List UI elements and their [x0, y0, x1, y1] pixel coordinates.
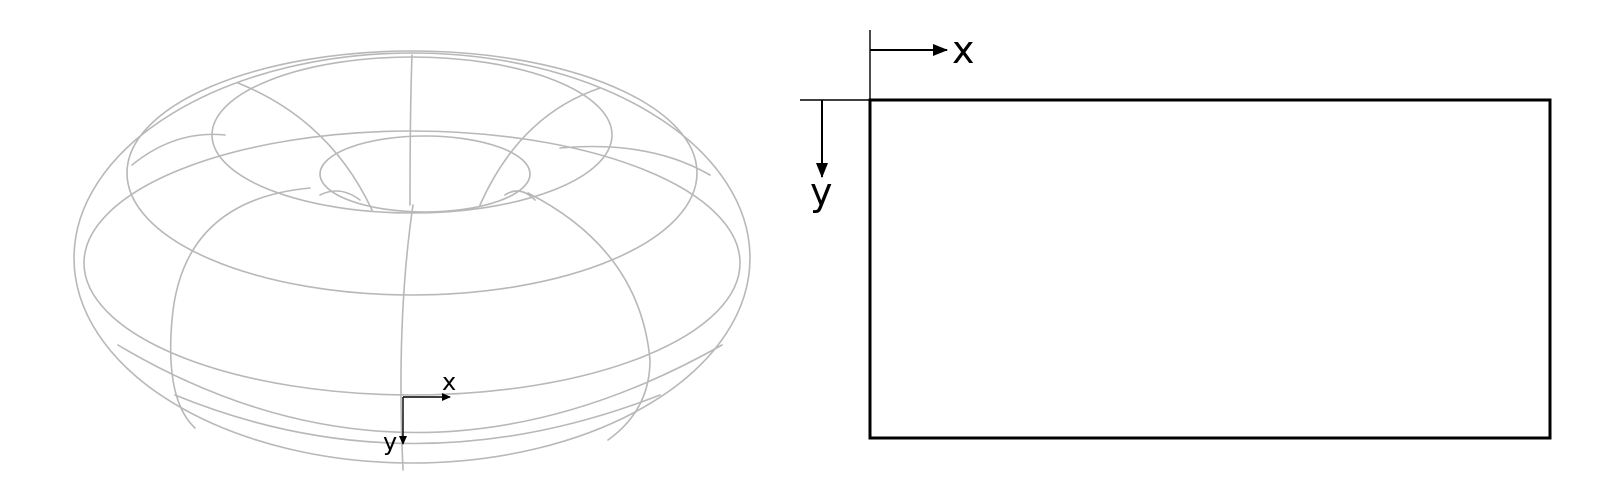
torus-meridian-back — [409, 54, 413, 206]
torus-meridian-front-left — [169, 187, 311, 429]
torus-bottom-ring — [117, 344, 723, 434]
torus-meridian-right-top — [559, 145, 711, 176]
torus-wireframe — [73, 50, 751, 471]
torus-inner-seam-right — [504, 190, 536, 201]
torus-inner-hole-rim — [319, 135, 531, 213]
torus-meridian-back-right — [479, 87, 601, 206]
torus-x-label: x — [442, 368, 456, 396]
torus-outer-silhouette — [73, 52, 751, 464]
rect-x-label: x — [952, 28, 975, 72]
rect-domain — [868, 98, 1552, 440]
torus-inner-seam-left — [319, 190, 361, 201]
torus-meridian-left-top — [131, 133, 226, 166]
rect-panel: x y — [800, 28, 1552, 440]
rect-y-label: y — [810, 170, 833, 214]
torus-top-ridge — [126, 50, 698, 296]
torus-meridian-back-left — [237, 82, 373, 211]
torus-meridian-front-right — [527, 192, 651, 441]
torus-meridian-front — [400, 204, 414, 471]
torus-axes: x y — [383, 368, 456, 456]
torus-y-label: y — [383, 428, 397, 456]
torus-bottom-inner-ring — [174, 394, 661, 445]
torus-outer-equator — [83, 130, 741, 396]
